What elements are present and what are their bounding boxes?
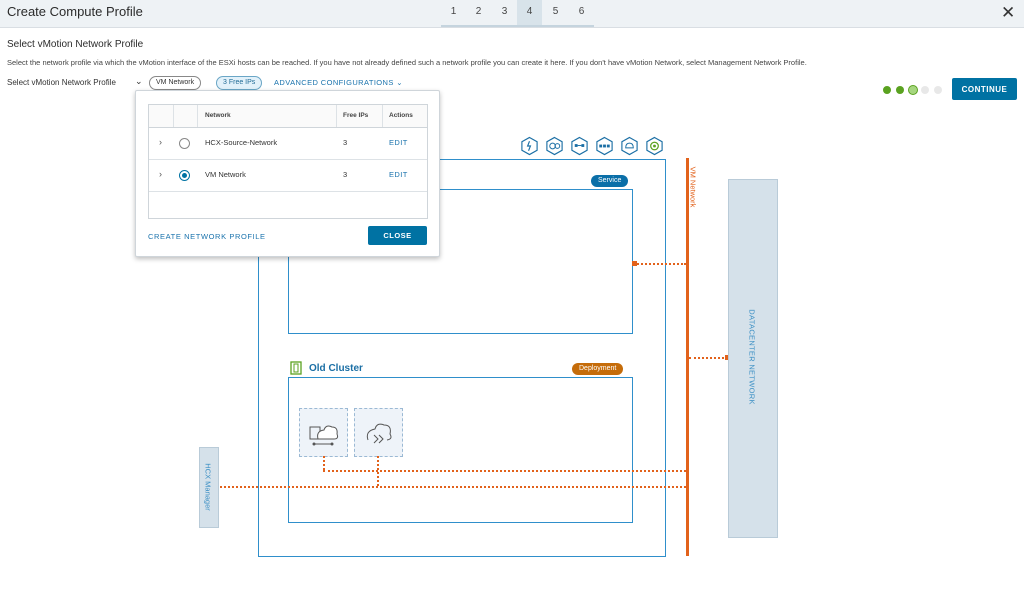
progress-dot-pending xyxy=(921,86,929,94)
column-actions: Actions xyxy=(389,112,413,119)
appliance-network-link xyxy=(323,470,686,472)
row-network-name: VM Network xyxy=(205,170,246,179)
create-network-profile-link[interactable]: CREATE NETWORK PROFILE xyxy=(148,232,266,241)
hcx-manager-link xyxy=(217,486,686,488)
wizard-header xyxy=(0,0,1024,28)
hcx-manager-box xyxy=(199,447,219,528)
vm-network-label: VM Network xyxy=(688,166,698,208)
step-6[interactable]: 6 xyxy=(578,6,585,17)
column-network: Network xyxy=(205,112,231,119)
row-network-name: HCX-Source-Network xyxy=(205,138,278,147)
section-description: Select the network profile via which the… xyxy=(7,58,807,67)
appliance-cloud-icon xyxy=(309,425,339,446)
network-profile-popup: Network Free IPs Actions › HCX-Source-Ne… xyxy=(135,90,440,257)
service-network-link xyxy=(634,263,686,265)
cluster-title: Old Cluster xyxy=(309,363,363,374)
advanced-configurations-label: ADVANCED CONFIGURATIONS xyxy=(274,78,394,87)
cluster-icon xyxy=(290,361,302,375)
step-3[interactable]: 3 xyxy=(501,6,508,17)
select-label: Select vMotion Network Profile xyxy=(7,78,116,87)
datacenter-network-label: DATACENTER NETWORK xyxy=(747,309,757,405)
cluster-box xyxy=(288,377,633,523)
table-row[interactable]: › HCX-Source-Network 3 EDIT xyxy=(149,128,427,160)
step-2[interactable]: 2 xyxy=(475,6,482,17)
interconnect-appliance[interactable] xyxy=(299,408,348,457)
service-badge: Service xyxy=(591,175,629,187)
close-button[interactable]: CLOSE xyxy=(368,226,427,245)
link-endpoint xyxy=(725,355,730,360)
table-header: Network Free IPs Actions xyxy=(149,105,427,128)
chevron-down-icon: ⌄ xyxy=(396,78,403,87)
vm-network-line xyxy=(686,158,689,556)
chevron-down-icon[interactable]: ⌄ xyxy=(135,76,143,86)
network-extension-icon[interactable] xyxy=(570,136,589,156)
continue-button[interactable]: CONTINUE xyxy=(952,78,1017,100)
free-ips-pill: 3 Free IPs xyxy=(216,76,263,90)
wan-appliance[interactable] xyxy=(354,408,403,457)
wan-optimization-icon[interactable] xyxy=(545,136,564,156)
datacenter-link xyxy=(689,357,728,359)
progress-dot-done xyxy=(896,86,904,94)
deployment-badge: Deployment xyxy=(572,363,624,375)
row-radio-selected[interactable] xyxy=(179,170,190,181)
link-endpoint xyxy=(632,261,637,266)
site-boundary-box xyxy=(258,159,666,557)
chevron-right-icon[interactable]: › xyxy=(159,137,162,147)
vmotion-icon[interactable] xyxy=(620,136,639,156)
row-edit-link[interactable]: EDIT xyxy=(389,138,408,147)
hybrid-interconnect-icon[interactable] xyxy=(520,136,539,156)
step-1[interactable]: 1 xyxy=(450,6,457,17)
datacenter-network-bar xyxy=(728,179,778,538)
steps-underline xyxy=(441,25,594,27)
row-free-ips: 3 xyxy=(343,138,348,147)
bulk-migration-icon[interactable] xyxy=(595,136,614,156)
disaster-recovery-icon[interactable] xyxy=(645,136,664,156)
table-row[interactable]: › VM Network 3 EDIT xyxy=(149,160,427,192)
row-edit-link[interactable]: EDIT xyxy=(389,170,408,179)
row-radio[interactable] xyxy=(179,138,190,149)
progress-dot-done xyxy=(883,86,891,94)
row-free-ips: 3 xyxy=(343,170,348,179)
step-4[interactable]: 4 xyxy=(517,0,542,27)
column-free-ips: Free IPs xyxy=(343,112,369,119)
hcx-manager-label: HCX Manager xyxy=(203,463,213,511)
advanced-configurations-link[interactable]: ADVANCED CONFIGURATIONS ⌄ xyxy=(274,78,403,87)
wizard-title: Create Compute Profile xyxy=(7,4,143,19)
progress-dot-current xyxy=(908,85,918,95)
chevron-right-icon[interactable]: › xyxy=(159,169,162,179)
selected-network-pill[interactable]: VM Network xyxy=(149,76,202,90)
step-5[interactable]: 5 xyxy=(552,6,559,17)
progress-dot-pending xyxy=(934,86,942,94)
appliance-migration-icon xyxy=(366,423,392,444)
network-profile-table: Network Free IPs Actions › HCX-Source-Ne… xyxy=(148,104,428,219)
close-icon[interactable]: ✕ xyxy=(1001,3,1016,22)
appliance-link xyxy=(323,456,325,470)
section-title: Select vMotion Network Profile xyxy=(7,39,144,50)
